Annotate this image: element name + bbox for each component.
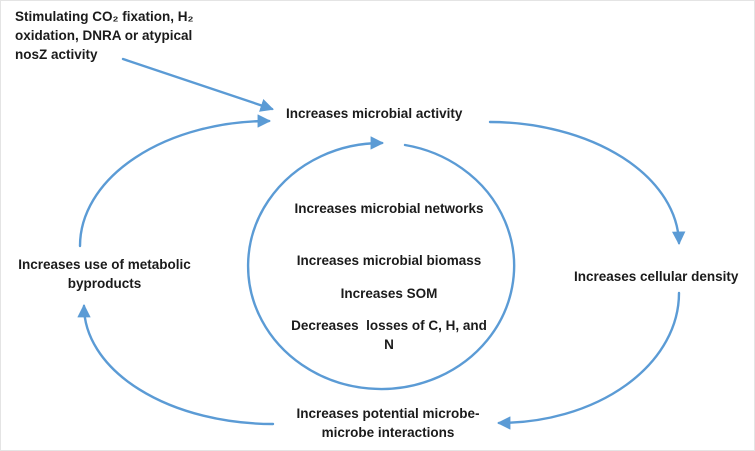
arc-density-to-interactions [496,291,681,430]
arc-activity-to-density [488,120,686,246]
label-inner-decreases-losses: Decreases losses of C, H, and N [291,318,487,352]
inner-cycle-circle [246,136,516,391]
label-cellular-density: Increases cellular density [574,269,739,284]
arc-interactions-to-byproducts [77,303,275,426]
label-inner-biomass: Increases microbial biomass [296,253,482,268]
label-metabolic-byproducts: Increases use of metabolic byproducts [18,257,191,291]
arc-byproducts-to-activity [78,114,272,248]
input-arrow [121,57,274,112]
label-external-input: Stimulating CO₂ fixation, H₂ oxidation, … [15,9,194,62]
label-microbial-activity: Increases microbial activity [286,106,463,121]
label-inner-som: Increases SOM [340,286,438,301]
label-microbe-interactions: Increases potential microbe- microbe int… [296,406,480,440]
label-inner-networks: Increases microbial networks [294,201,484,216]
